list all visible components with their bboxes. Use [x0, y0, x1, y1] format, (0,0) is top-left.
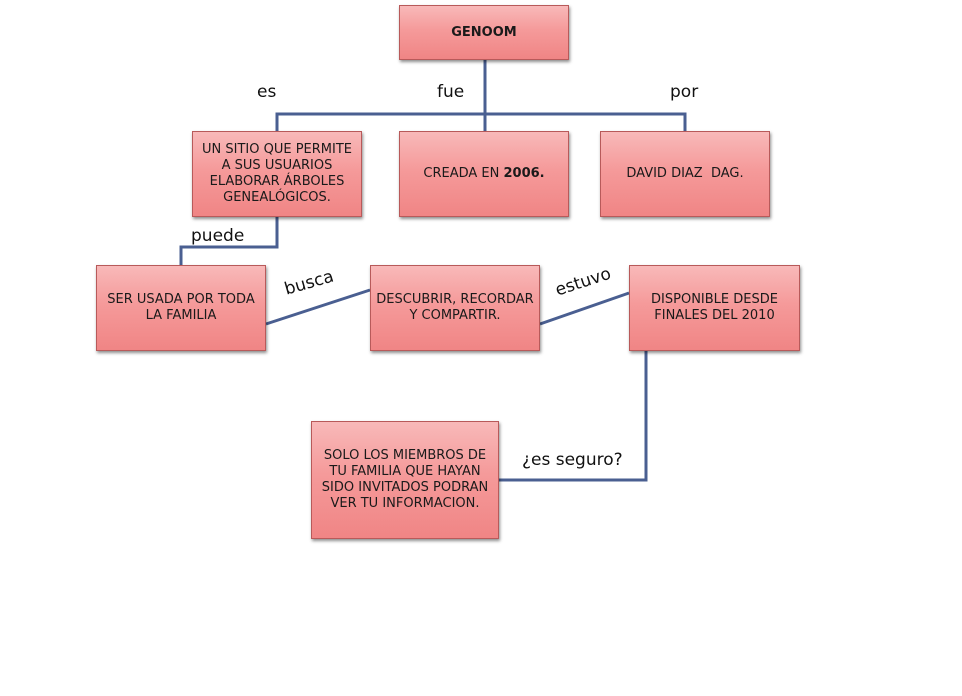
edge-label-por: por	[670, 82, 699, 102]
node-descubrir: DESCUBRIR, RECORDAR Y COMPARTIR.	[370, 265, 540, 351]
node-seguridad: SOLO LOS MIEMBROS DE TU FAMILIA QUE HAYA…	[311, 421, 499, 539]
node-disponible-label: DISPONIBLE DESDE FINALES DEL 2010	[651, 292, 778, 323]
edge-label-es: es	[257, 82, 277, 102]
node-genoom: GENOOM	[399, 5, 569, 60]
connector-busca	[265, 288, 371, 326]
node-disponible: DISPONIBLE DESDE FINALES DEL 2010	[629, 265, 800, 351]
connector-es-seguro	[498, 351, 648, 482]
connector-puede	[179, 217, 279, 265]
node-genoom-label: GENOOM	[451, 24, 517, 40]
node-familia-label: SER USADA POR TODA LA FAMILIA	[107, 292, 255, 323]
node-creada: CREADA EN 2006.	[399, 131, 569, 217]
edge-label-puede: puede	[191, 226, 245, 246]
node-sitio-label: UN SITIO QUE PERMITE A SUS USUARIOS ELAB…	[202, 142, 352, 205]
node-sitio: UN SITIO QUE PERMITE A SUS USUARIOS ELAB…	[192, 131, 362, 217]
node-autor: DAVID DIAZ DAG.	[600, 131, 770, 217]
node-descubrir-label: DESCUBRIR, RECORDAR Y COMPARTIR.	[376, 292, 534, 323]
node-creada-year: 2006.	[503, 166, 545, 181]
edge-label-fue: fue	[437, 82, 465, 102]
node-creada-prefix: CREADA EN	[423, 166, 504, 181]
connector-estuvo	[539, 291, 630, 326]
node-seguridad-label: SOLO LOS MIEMBROS DE TU FAMILIA QUE HAYA…	[321, 448, 489, 511]
connector-root-to-children	[275, 60, 687, 131]
edge-label-es-seguro: ¿es seguro?	[522, 450, 623, 470]
node-creada-label: CREADA EN 2006.	[423, 166, 544, 182]
node-familia: SER USADA POR TODA LA FAMILIA	[96, 265, 266, 351]
node-autor-label: DAVID DIAZ DAG.	[626, 166, 744, 181]
